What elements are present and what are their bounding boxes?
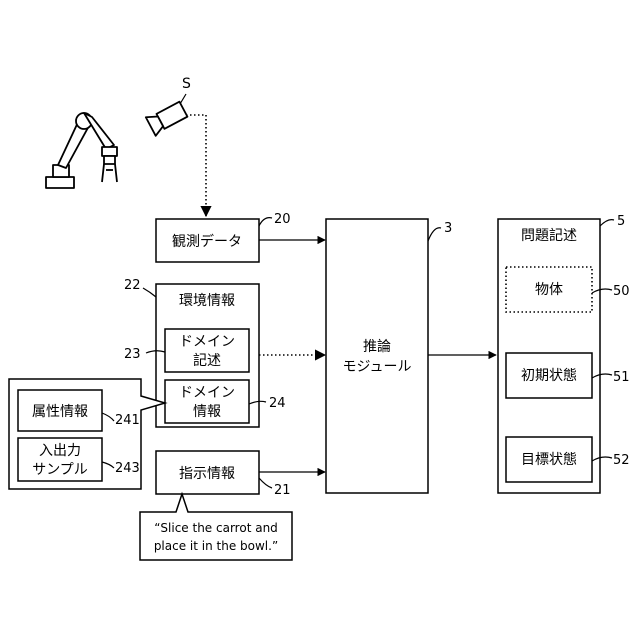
object-ref: 50 xyxy=(613,284,630,299)
observation-ref: 20 xyxy=(274,212,291,227)
io-sample-line2: サンプル xyxy=(32,462,88,478)
environment-info-label: 環境情報 xyxy=(179,293,235,309)
goal-state-ref: 52 xyxy=(613,453,630,468)
environment-ref-leader xyxy=(143,288,156,297)
observation-ref-leader xyxy=(259,218,272,226)
attribute-info-ref: 241 xyxy=(115,413,140,428)
sensor-label: S xyxy=(182,76,191,92)
environment-ref: 22 xyxy=(124,278,141,293)
domain-description-line1: ドメイン xyxy=(179,334,235,350)
instruction-ref-leader xyxy=(259,478,272,488)
attribute-info-label: 属性情報 xyxy=(32,404,88,420)
io-sample-ref: 243 xyxy=(115,461,140,476)
inference-module-line1: 推論 xyxy=(363,339,391,355)
inference-module-box xyxy=(326,219,428,493)
instruction-info-label: 指示情報 xyxy=(179,466,235,482)
problem-description-label: 問題記述 xyxy=(521,227,577,244)
initial-state-ref: 51 xyxy=(613,370,630,385)
observation-data-label: 観測データ xyxy=(172,233,242,250)
inference-module-line2: モジュール xyxy=(342,359,411,375)
goal-state-label: 目標状態 xyxy=(521,452,577,468)
domain-information-line1: ドメイン xyxy=(179,385,235,401)
inference-ref: 3 xyxy=(444,221,452,236)
problem-ref-leader xyxy=(600,220,614,226)
instruction-text-line2: place it in the bowl.” xyxy=(154,539,278,553)
initial-state-label: 初期状態 xyxy=(521,367,577,384)
io-sample-line1: 入出力 xyxy=(39,443,81,459)
camera-to-observation-connector xyxy=(186,115,206,216)
inference-ref-leader xyxy=(428,228,441,241)
domain-information-line2: 情報 xyxy=(193,404,221,420)
domain-description-ref: 23 xyxy=(124,347,141,362)
sensor-leader xyxy=(180,94,186,104)
domain-description-line2: 記述 xyxy=(193,352,221,369)
object-label: 物体 xyxy=(535,282,563,298)
instruction-text-line1: “Slice the carrot and xyxy=(154,521,278,535)
instruction-ref: 21 xyxy=(274,483,291,498)
camera-icon xyxy=(146,100,189,136)
problem-ref: 5 xyxy=(617,214,625,229)
robot-arm-icon xyxy=(46,113,117,188)
domain-information-ref: 24 xyxy=(269,396,286,411)
